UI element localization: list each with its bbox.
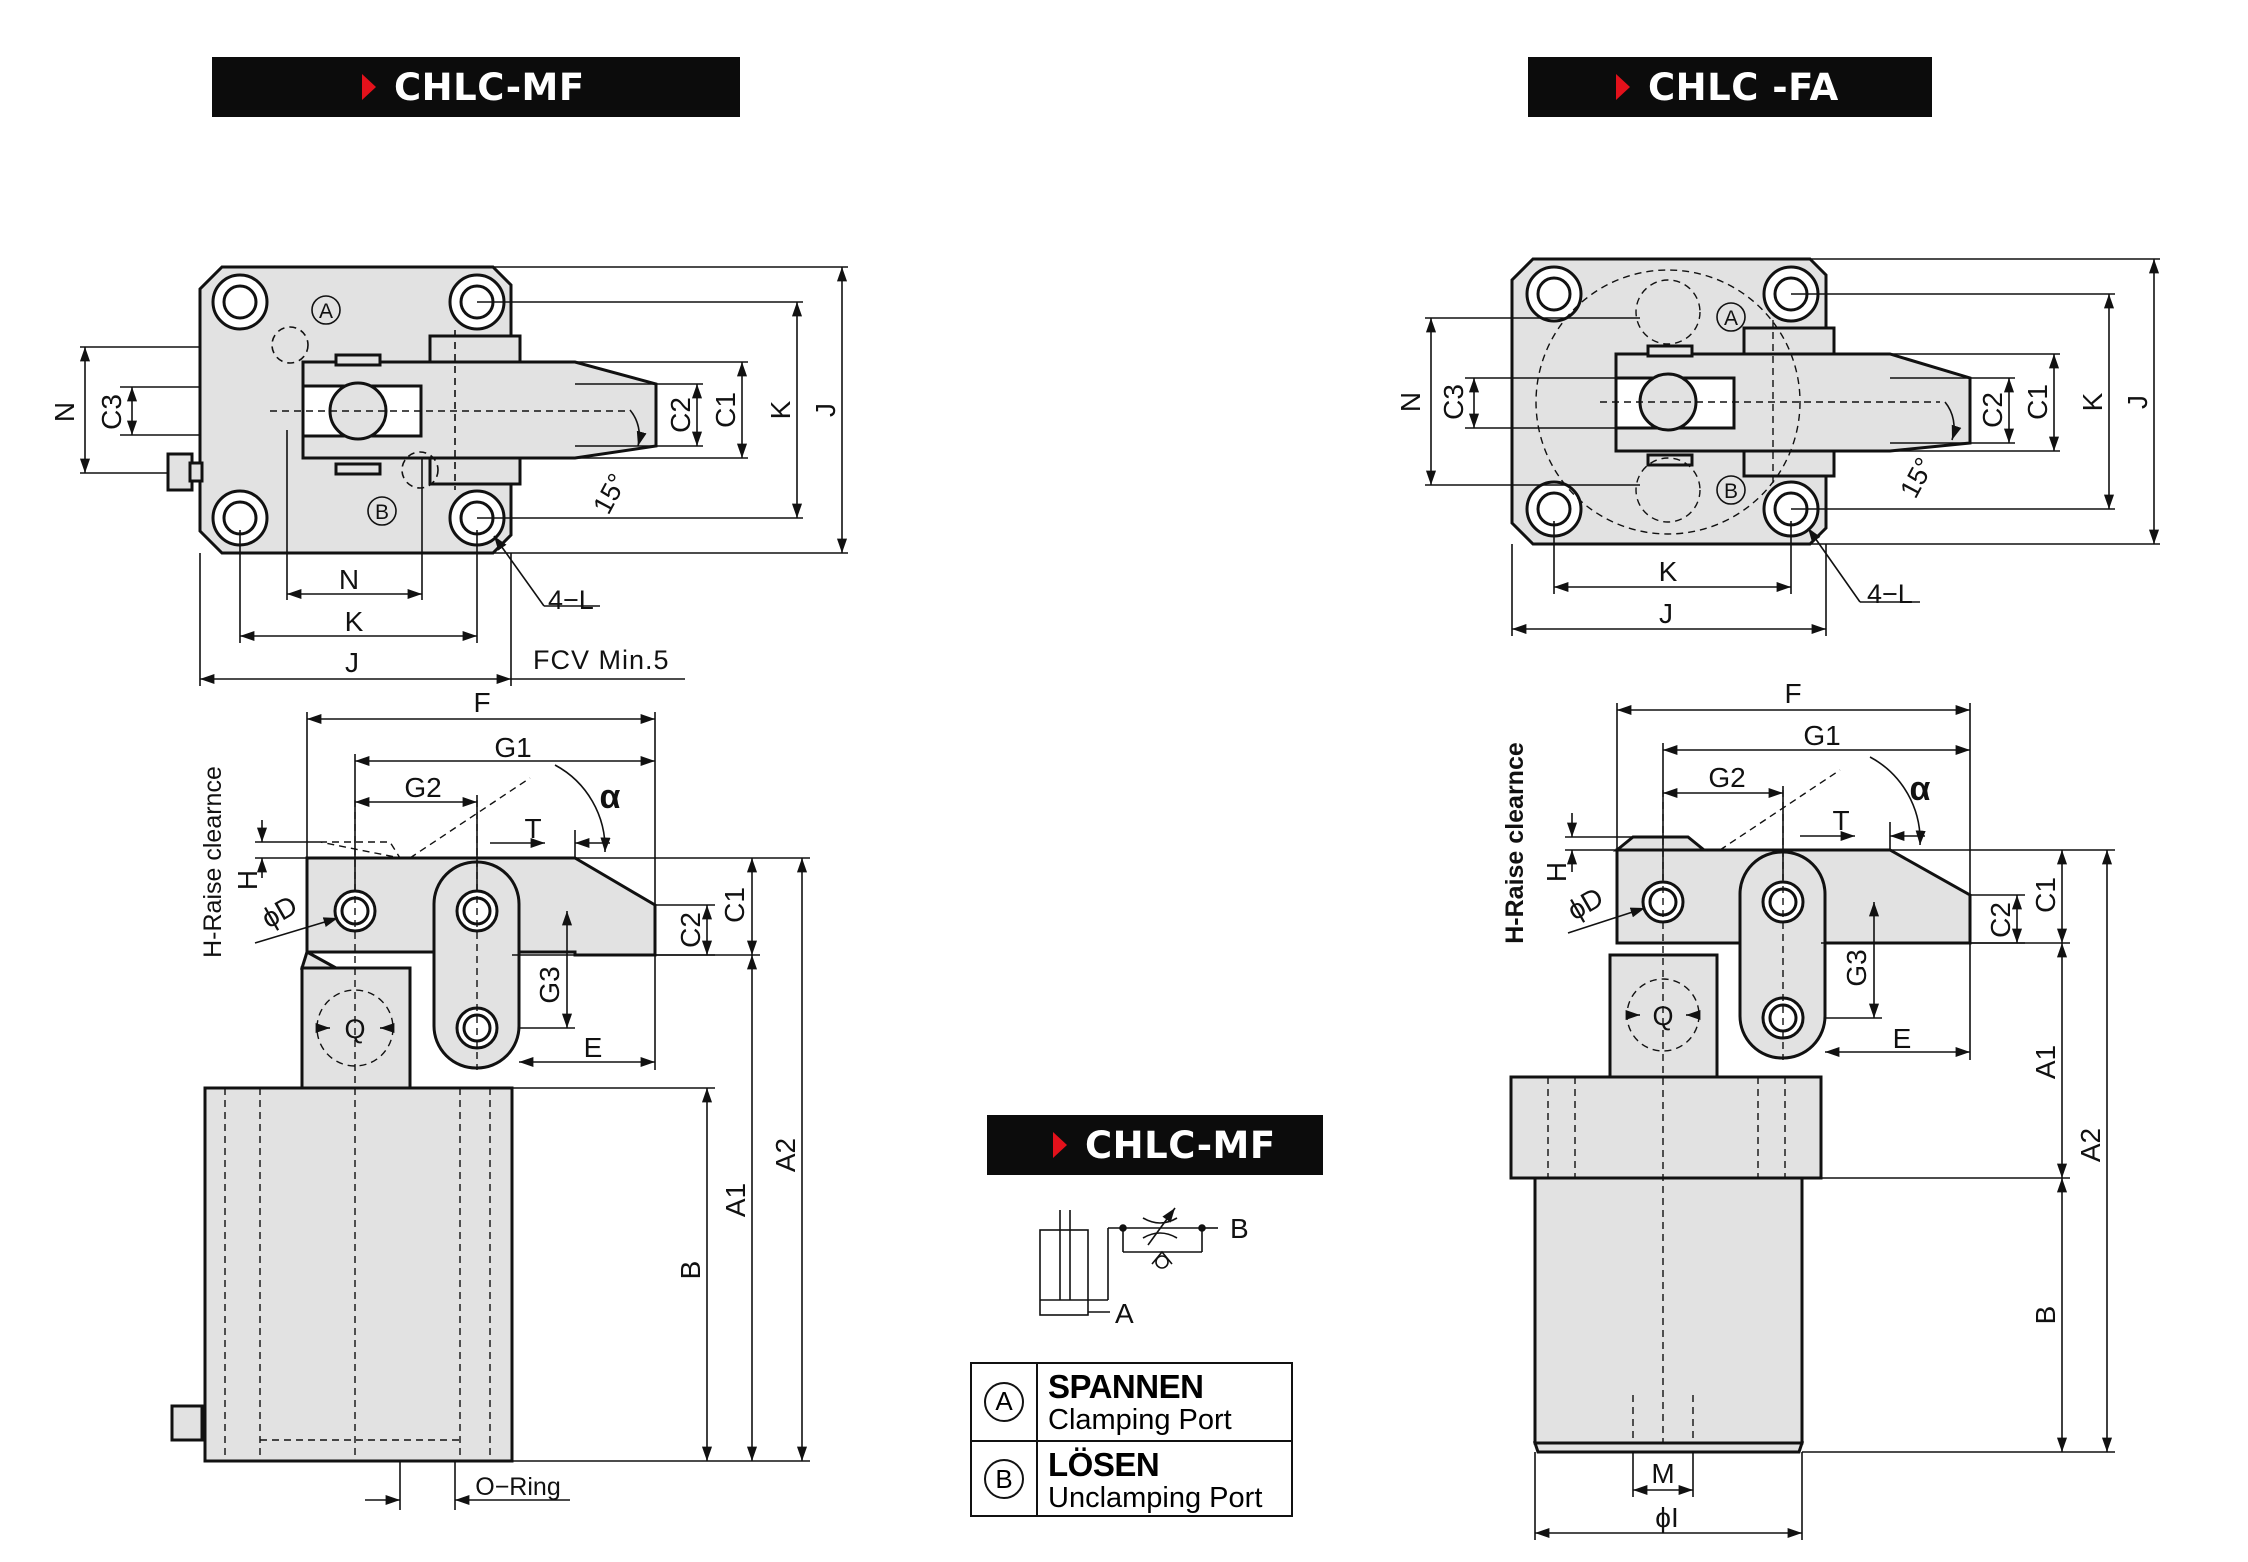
angle-alpha-label: α bbox=[1910, 770, 1931, 808]
dim-b-label: B bbox=[2030, 1306, 2061, 1325]
legend-subtitle-unclamping: Unclamping Port bbox=[1048, 1481, 1263, 1514]
dim-c1-label: C1 bbox=[2030, 877, 2061, 913]
dim-h-label: H bbox=[1541, 862, 1572, 882]
angle-label: 15° bbox=[1894, 453, 1940, 503]
dim-i-label: ϕI bbox=[1655, 1502, 1678, 1533]
dim-a1-label: A1 bbox=[720, 1183, 751, 1217]
red-triangle-icon bbox=[1616, 74, 1630, 100]
legend-letter-a: A bbox=[984, 1381, 1024, 1422]
dim-g2-label: G2 bbox=[404, 772, 441, 803]
pin-bottom bbox=[334, 462, 382, 476]
right-side-view bbox=[1509, 835, 1972, 1454]
symbol-port-b-label: B bbox=[1230, 1213, 1249, 1244]
cylinder-body bbox=[1533, 1176, 1804, 1445]
banner-title: CHLC-MF bbox=[394, 65, 585, 109]
dim-h-label: H bbox=[232, 870, 263, 890]
dim-j-bottom-label: J bbox=[345, 647, 359, 678]
left-top-view bbox=[166, 265, 658, 555]
fitting bbox=[170, 1404, 204, 1442]
dim-t-label: T bbox=[524, 813, 541, 844]
dim-e-label: E bbox=[1893, 1023, 1912, 1054]
banner-chlc-mf-left: CHLC-MF bbox=[212, 57, 740, 117]
legend-row-unclamping: B LÖSEN Unclamping Port bbox=[972, 1439, 1291, 1517]
dim-q-label: Q bbox=[1652, 1001, 1673, 1031]
legend-row-clamping: A SPANNEN Clamping Port bbox=[972, 1364, 1291, 1440]
dim-g1-label: G1 bbox=[1803, 720, 1840, 751]
dim-j-bottom-label: J bbox=[1659, 598, 1673, 629]
dim-a2-label: A2 bbox=[2075, 1128, 2106, 1162]
bolt-label: 4−L bbox=[548, 585, 594, 615]
dim-g3-label: G3 bbox=[534, 966, 565, 1003]
dim-c2-label: C2 bbox=[1985, 902, 2016, 938]
red-triangle-icon bbox=[1053, 1132, 1067, 1158]
banner-chlc-fa-right: CHLC -FA bbox=[1528, 57, 1932, 117]
dim-q-label: Q bbox=[344, 1014, 365, 1044]
dim-c1-label: C1 bbox=[710, 392, 741, 428]
raise-clearance-label: H-Raise clearnce bbox=[199, 766, 227, 958]
dim-j-label: J bbox=[810, 403, 841, 417]
dim-g2-label: G2 bbox=[1708, 762, 1745, 793]
banner-title: CHLC-MF bbox=[1085, 1123, 1276, 1167]
fitting bbox=[166, 452, 194, 492]
dim-d-label: ϕD bbox=[1562, 881, 1609, 926]
port-legend-table: A SPANNEN Clamping Port B LÖSEN Unclampi… bbox=[970, 1362, 1293, 1517]
cylinder-symbol bbox=[1039, 1229, 1089, 1316]
port-b-label: B bbox=[375, 501, 389, 524]
dim-t-label: T bbox=[1832, 805, 1849, 836]
dim-c1-label: C1 bbox=[719, 887, 750, 923]
dim-m-label: M bbox=[1651, 1458, 1674, 1489]
dim-c2-label: C2 bbox=[665, 397, 696, 433]
dim-k-bottom-label: K bbox=[1659, 556, 1678, 587]
dim-e-label: E bbox=[584, 1032, 603, 1063]
banner-chlc-mf-center: CHLC-MF bbox=[987, 1115, 1323, 1175]
port-a-label: A bbox=[319, 300, 333, 323]
dim-g3-label: G3 bbox=[1841, 949, 1872, 986]
dim-n-bottom-label: N bbox=[339, 564, 359, 595]
legend-title-losen: LÖSEN bbox=[1048, 1445, 1160, 1483]
left-side-view bbox=[170, 856, 657, 1463]
oring-label: O−Ring bbox=[475, 1473, 560, 1501]
dim-a1-label: A1 bbox=[2030, 1045, 2061, 1079]
dim-n-label: N bbox=[49, 402, 80, 422]
banner-title: CHLC -FA bbox=[1648, 65, 1839, 109]
dim-d-label: ϕD bbox=[256, 889, 303, 934]
dim-c2-label: C2 bbox=[1977, 392, 2008, 428]
legend-subtitle-clamping: Clamping Port bbox=[1048, 1404, 1232, 1436]
angle-alpha-label: α bbox=[600, 778, 621, 816]
port-b-label: B bbox=[1724, 480, 1738, 503]
dim-f-label: F bbox=[473, 687, 490, 718]
legend-letter-b: B bbox=[984, 1459, 1024, 1500]
dim-b-label: B bbox=[675, 1261, 706, 1280]
legend-title-spannen: SPANNEN bbox=[1048, 1368, 1204, 1405]
port-a-label: A bbox=[1724, 307, 1738, 330]
mount-block bbox=[300, 966, 412, 1090]
dim-k-label: K bbox=[2077, 392, 2108, 411]
red-triangle-icon bbox=[362, 74, 376, 100]
dim-g1-label: G1 bbox=[494, 732, 531, 763]
dim-n-label: N bbox=[1395, 392, 1426, 412]
angle-label: 15° bbox=[587, 469, 633, 519]
bolt-label: 4−L bbox=[1867, 579, 1913, 609]
dim-j-label: J bbox=[2122, 395, 2153, 409]
dim-c1-label: C1 bbox=[2022, 384, 2053, 420]
dim-f-label: F bbox=[1784, 678, 1801, 709]
dim-c3-label: C3 bbox=[1438, 384, 1469, 420]
hydraulic-symbol bbox=[1039, 1207, 1218, 1316]
symbol-port-a-label: A bbox=[1115, 1298, 1134, 1329]
fcv-label: FCV Min.5 bbox=[533, 645, 670, 675]
dim-k-bottom-label: K bbox=[345, 606, 364, 637]
flange bbox=[1509, 1075, 1823, 1180]
dim-k-label: K bbox=[765, 400, 796, 419]
dim-c2-label: C2 bbox=[675, 912, 706, 948]
cylinder-body bbox=[203, 1086, 514, 1463]
dim-a2-label: A2 bbox=[770, 1138, 801, 1172]
raise-clearance-label: H-Raise clearnce bbox=[1501, 742, 1529, 944]
dim-c3-label: C3 bbox=[96, 394, 127, 430]
pin-top bbox=[334, 353, 382, 367]
